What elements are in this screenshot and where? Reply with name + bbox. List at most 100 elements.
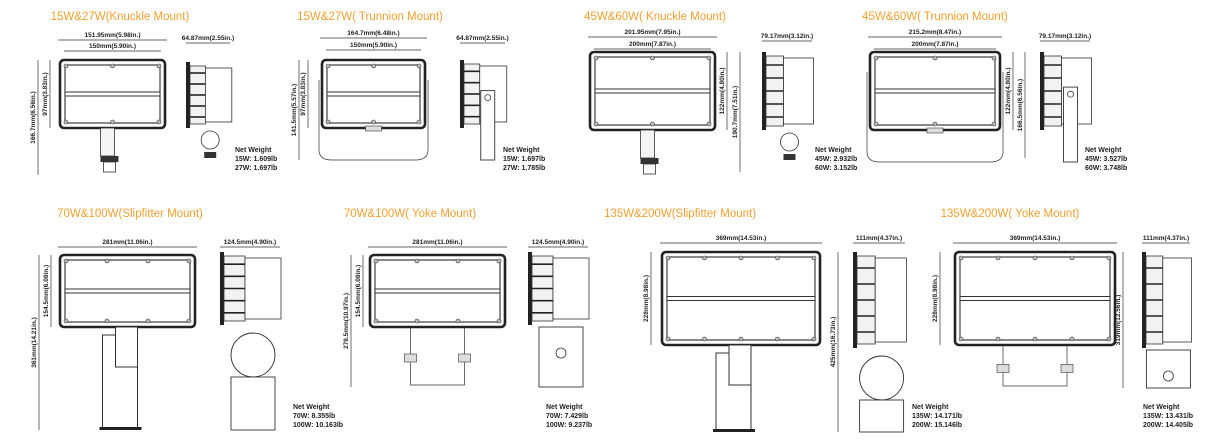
slipfitter-base — [713, 429, 755, 432]
side-view — [1142, 252, 1193, 389]
bolt-icon — [145, 318, 151, 324]
net-weight-value: 100W: 9.237lb — [546, 422, 592, 429]
yoke-knob — [996, 364, 1010, 373]
front-view — [58, 253, 197, 329]
dimensions: 369mm(14.53in.)111mm(4.37in.)228mm(8.98i… — [643, 235, 905, 432]
front-view — [588, 50, 717, 132]
driver-box — [1162, 257, 1193, 343]
depth-label: 124.5mm(4.90in.) — [224, 239, 276, 246]
panel-title: 45W&60W( Knuckle Mount) — [584, 11, 726, 23]
bolt-icon — [325, 63, 331, 69]
side-view — [220, 252, 282, 431]
net-weight-heading: Net Weight — [503, 147, 540, 154]
threaded-nipple-side — [204, 152, 217, 158]
bolt-icon — [811, 336, 817, 342]
bolt-icon — [665, 336, 671, 342]
threaded-nipple — [100, 156, 119, 162]
mount-knuckle — [640, 129, 659, 175]
lens-edge — [460, 60, 464, 128]
bolt-icon — [706, 121, 712, 127]
front-view — [868, 50, 1002, 132]
height-total-label: 319mm(12.56in.) — [1115, 295, 1122, 346]
lens-edge — [220, 252, 224, 325]
depth-label: 79.17mm(3.12in.) — [1039, 33, 1091, 40]
yoke-side — [538, 326, 584, 388]
net-weight-value: 135W: 14.171lb — [912, 413, 962, 420]
height-inner-label: 122mm(4.80in.) — [719, 68, 726, 115]
dimensions: 201.95mm(7.95in.)200mm(7.87in.)79.17mm(3… — [588, 29, 813, 172]
yoke-side — [1145, 349, 1191, 389]
bolt-icon — [702, 255, 707, 261]
net-weight-value: 200W: 14.405lb — [1143, 422, 1193, 429]
net-weight-heading: Net Weight — [912, 404, 949, 411]
width-outer-label: 369mm(14.53in.) — [1010, 235, 1061, 242]
bolt-icon — [811, 255, 817, 261]
front-view — [660, 250, 822, 347]
bolt-icon — [373, 258, 379, 264]
bolt-icon — [186, 258, 192, 264]
dimensions: 164.7mm(6.48in.)150mm(5.90in.)64.87mm(2.… — [291, 30, 509, 160]
bolt-icon — [373, 318, 379, 324]
bolt-icon — [738, 255, 744, 261]
lens-edge — [762, 52, 766, 130]
depth-label: 111mm(4.37in.) — [1143, 235, 1189, 242]
yoke-bracket — [410, 327, 465, 386]
lens-edge — [528, 252, 532, 325]
net-weight: Net Weight 135W: 14.171lb 200W: 15.146lb — [912, 404, 962, 429]
bolt-icon — [455, 318, 461, 324]
fixture-panel-8: 135W&200W( Yoke Mount)369mm(14.53in.)111… — [932, 208, 1193, 429]
bolt-icon — [1069, 336, 1075, 342]
panel-title: 15W&27W( Trunnion Mount) — [297, 11, 443, 23]
bolt-icon — [110, 63, 115, 69]
width-outer-label: 281mm(11.06in.) — [412, 239, 462, 246]
height-total-label: 278.5mm(10.97in.) — [343, 293, 350, 349]
bolt-icon — [455, 258, 461, 264]
net-weight-value: 15W: 1.697lb — [503, 156, 545, 163]
panel-title: 70W&100W( Yoke Mount) — [344, 208, 476, 220]
bolt-icon — [991, 55, 997, 61]
side-view — [186, 62, 233, 158]
front-view — [58, 58, 167, 130]
bolt-icon — [1106, 336, 1112, 342]
yoke-bracket — [1002, 345, 1068, 387]
trunnion-bracket — [318, 80, 429, 161]
knuckle-joint — [640, 129, 655, 159]
width-outer-label: 164.7mm(6.48in.) — [347, 30, 399, 37]
width-outer-label: 201.95mm(7.95in.) — [624, 29, 680, 36]
bolt-icon — [416, 63, 422, 69]
thread-end — [103, 161, 116, 173]
net-weight-value: 135W: 13.431lb — [1143, 413, 1193, 420]
height-total-label: 361mm(14.21in.) — [31, 317, 38, 368]
dimensions: 281mm(11.06in.)124.5mm(4.90in.)154.5mm(6… — [31, 239, 280, 430]
net-weight-value: 200W: 15.146lb — [912, 422, 962, 429]
panel-title: 15W&27W(Knuckle Mount) — [51, 11, 190, 23]
fixture-panel-7: 135W&200W(Slipfitter Mount)369mm(14.53in… — [604, 208, 962, 433]
bolt-icon — [371, 119, 376, 125]
bolt-icon — [63, 318, 69, 324]
driver-box — [204, 67, 233, 123]
lens-edge — [853, 252, 857, 348]
bolt-icon — [63, 119, 69, 125]
bolt-icon — [104, 258, 110, 264]
lens-edge — [186, 62, 190, 128]
mount-slipfitter — [713, 344, 755, 432]
bolt-icon — [995, 255, 1001, 261]
center-bar — [326, 91, 421, 97]
lens-edge — [1040, 52, 1044, 130]
bolt-icon — [1032, 336, 1038, 342]
net-weight-value: 70W: 8.355lb — [293, 413, 335, 420]
height-inner-label: 154.5mm(6.08in.) — [43, 265, 50, 317]
depth-label: 111mm(4.37in.) — [856, 235, 902, 242]
fixture-panel-5: 70W&100W(Slipfitter Mount)281mm(11.06in.… — [31, 208, 343, 431]
driver-box — [244, 257, 282, 320]
fixture-panel-4: 45W&60W( Trunnion Mount)215.2mm(8.47in.)… — [862, 11, 1127, 172]
trunnion-arm — [1063, 86, 1078, 163]
height-total-label: 166.5mm(6.56in.) — [1017, 79, 1024, 131]
height-inner-label: 154.5mm(6.08in.) — [355, 265, 362, 317]
front-view — [368, 253, 507, 329]
net-weight-value: 100W: 10.163lb — [293, 422, 343, 429]
bolt-icon — [932, 121, 938, 127]
